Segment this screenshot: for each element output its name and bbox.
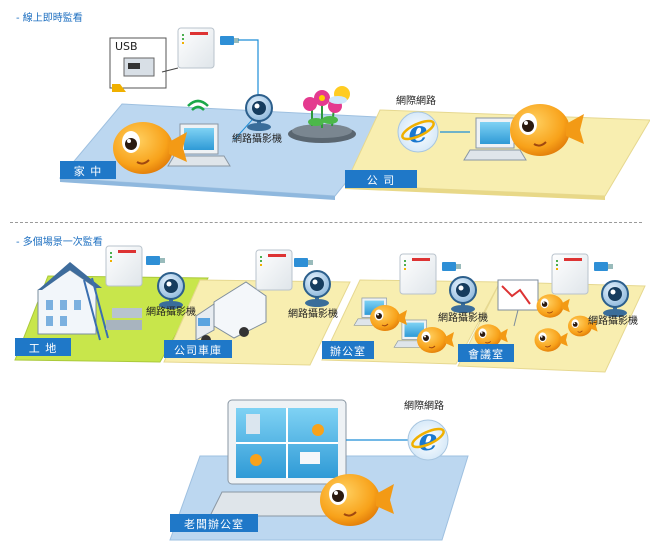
browser-e-icon: [396, 110, 440, 154]
meeting-router-icon: [551, 253, 589, 295]
truck-icon: [195, 281, 267, 345]
sun-icon: [329, 86, 350, 104]
section2-title: - 多個場景一次監看: [16, 237, 103, 248]
tag-garage-bg: [164, 340, 232, 358]
usb-label: USB: [115, 40, 138, 53]
tag-garage: 公司車庫: [174, 344, 222, 357]
boss-browser-e-icon: [406, 418, 450, 462]
plug-icon: [220, 36, 239, 45]
tag-company-bg: [345, 170, 417, 188]
tag-home-bg: [60, 161, 116, 179]
tag-site: 工 地: [28, 342, 58, 355]
garage-webcam-icon: [303, 270, 331, 308]
site-plug-icon: [146, 256, 165, 265]
tag-meeting: 會議室: [468, 348, 504, 361]
tag-boss-bg: [170, 514, 258, 532]
meeting-camera-label: 網路攝影機: [588, 316, 638, 327]
section1-title: - 線上即時監看: [16, 13, 83, 24]
wifi-icon: [187, 99, 209, 111]
section-divider: [10, 222, 642, 223]
site-camera-label: 網路攝影機: [146, 307, 196, 318]
usb-adapter-icon: [109, 37, 167, 92]
meeting-plug-icon: [594, 262, 613, 271]
site-router-icon: [105, 245, 143, 287]
office-webcam-icon: [449, 276, 477, 314]
chart-board-icon: [497, 279, 539, 327]
tag-office-bg: [322, 341, 374, 359]
tag-meeting-bg: [458, 344, 514, 362]
tag-site-bg: [15, 338, 71, 356]
tag-home: 家 中: [73, 165, 103, 178]
company-internet-label: 網際網路: [396, 96, 436, 107]
office-router-icon: [399, 253, 437, 295]
flower-icon: [288, 90, 356, 143]
router-icon: [177, 27, 215, 69]
garage-camera-label: 網路攝影機: [288, 309, 338, 320]
office-plug-icon: [442, 262, 461, 271]
tag-office: 辦公室: [330, 345, 366, 358]
boss-internet-label: 網際網路: [404, 401, 444, 412]
garage-plug-icon: [294, 258, 313, 267]
home-webcam-icon: [245, 94, 273, 132]
home-camera-label: 網路攝影機: [232, 134, 282, 145]
tag-boss: 老闆辦公室: [184, 518, 244, 531]
building-icon: [37, 262, 142, 341]
tag-company: 公 司: [366, 174, 396, 187]
office-camera-label: 網路攝影機: [438, 313, 488, 324]
garage-router-icon: [255, 249, 293, 291]
